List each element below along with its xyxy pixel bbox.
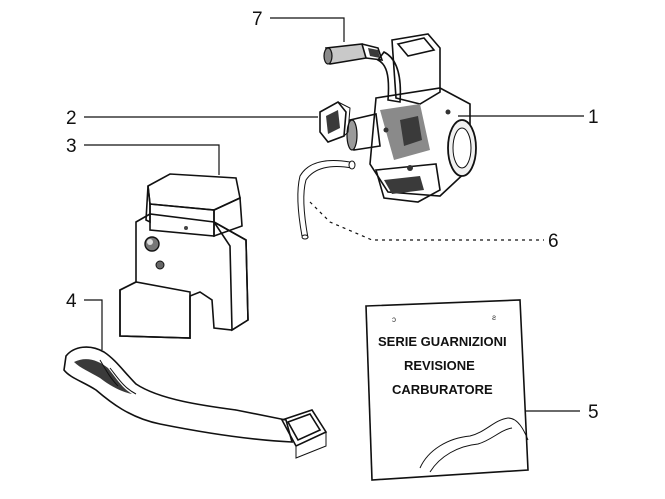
part-2-clamp	[319, 100, 351, 143]
callout-numbers: 7 2 3 1 4 5 6	[66, 9, 599, 423]
leader-6	[309, 201, 544, 241]
callout-7: 7	[252, 9, 263, 30]
kit-title-line-3: CARBURATORE	[392, 382, 493, 397]
part-1-carburetor	[346, 33, 477, 203]
callout-5: 5	[588, 402, 599, 423]
kit-title-line-1: SERIE GUARNIZIONI	[378, 334, 507, 349]
callout-3: 3	[66, 136, 77, 157]
part-4-intake-pipe	[63, 346, 328, 459]
part-5-gasket-kit-card: ɔ ƨ SERIE GUARNIZIONI REVISIONE CARBURAT…	[365, 299, 529, 481]
part-7-choke-fitting	[323, 43, 384, 65]
callout-6: 6	[548, 231, 559, 252]
callout-1: 1	[588, 107, 599, 128]
kit-corner-mark-left: ɔ	[392, 315, 396, 324]
leader-4	[84, 299, 103, 350]
kit-corner-mark-right: ƨ	[492, 313, 496, 322]
kit-title-line-2: REVISIONE	[404, 358, 475, 373]
leader-3	[84, 144, 220, 175]
leader-7	[270, 17, 345, 42]
callout-4: 4	[66, 291, 77, 312]
callout-2: 2	[66, 108, 77, 129]
part-6-fuel-tube	[297, 160, 356, 240]
leader-lines	[84, 17, 584, 412]
part-3-spacer-block	[119, 173, 249, 339]
